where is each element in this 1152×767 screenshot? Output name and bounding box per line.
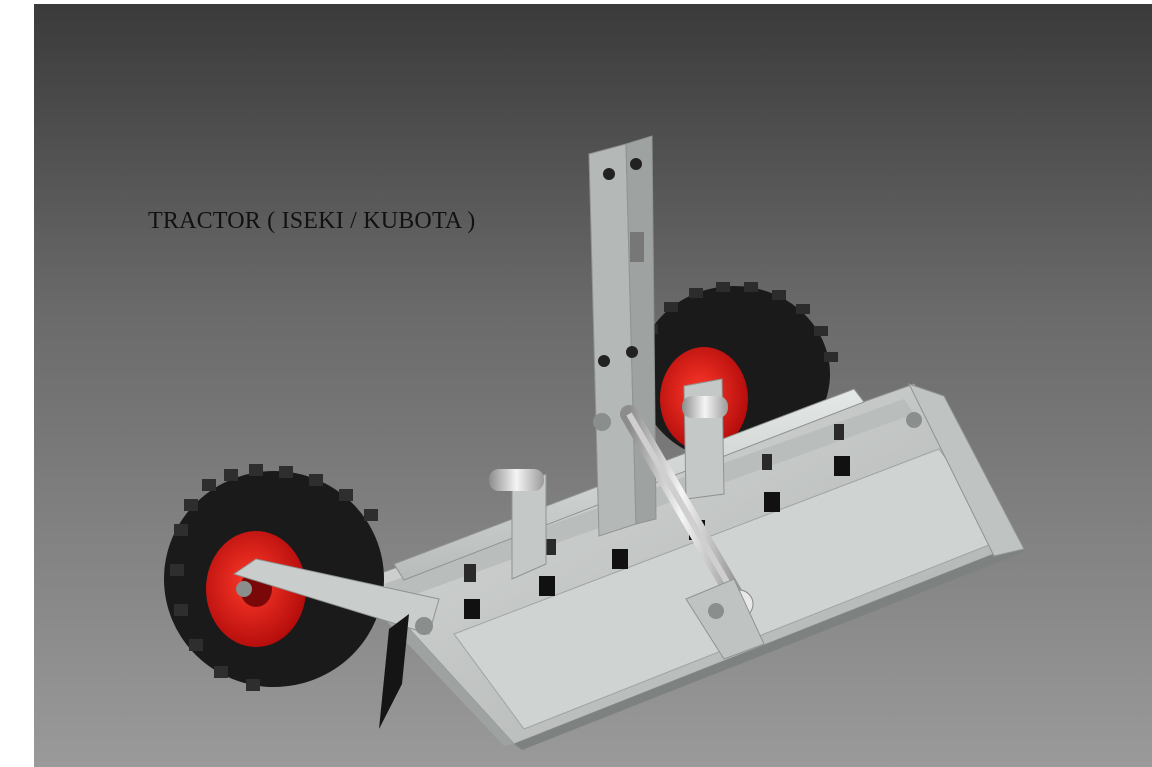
implement-render [164, 135, 1025, 750]
wheel-arm [232, 558, 440, 635]
right-bracket [682, 378, 728, 500]
hitch-pin-right [682, 396, 728, 418]
left-bracket [489, 469, 547, 580]
mast [588, 135, 657, 537]
top-link [620, 405, 765, 660]
cad-viewport: TRACTOR ( ISEKI / KUBOTA ) [34, 4, 1152, 767]
tine [379, 614, 409, 729]
model-caption: TRACTOR ( ISEKI / KUBOTA ) [148, 208, 476, 234]
hitch-pin [489, 469, 544, 491]
